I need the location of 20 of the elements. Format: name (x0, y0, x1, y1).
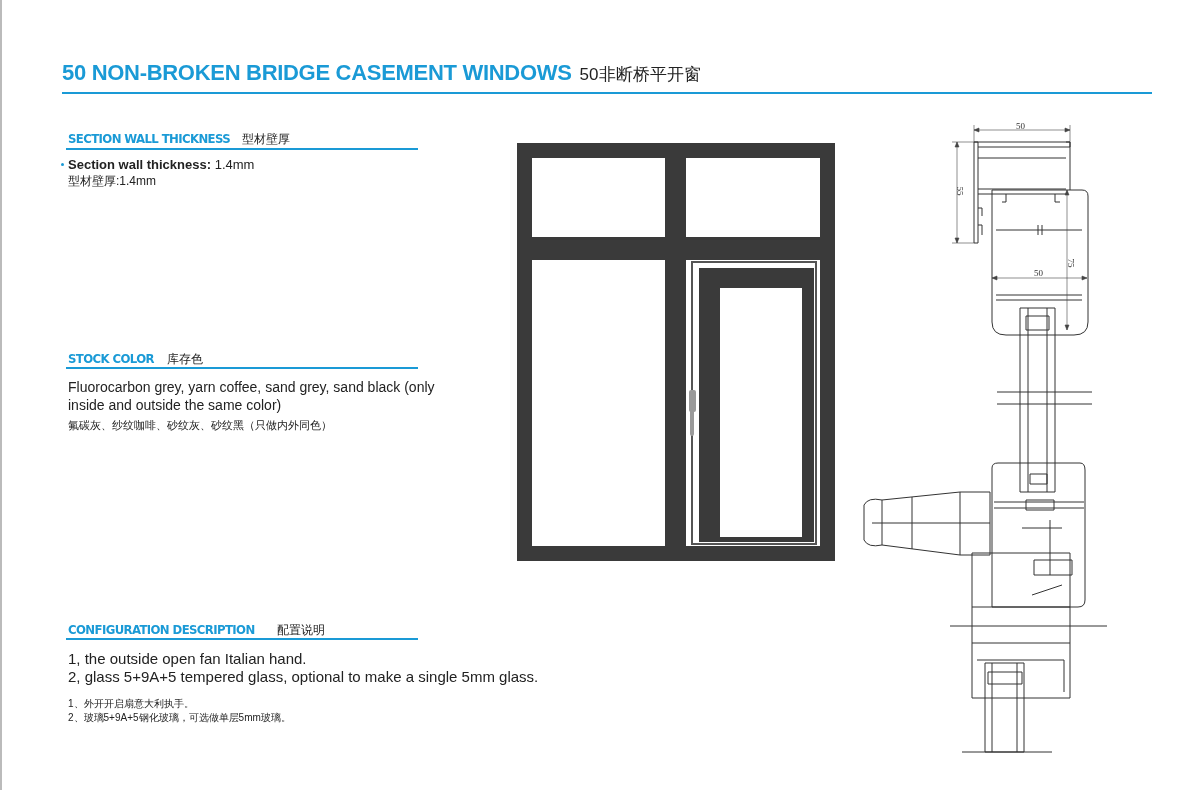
section-heading-chinese: 库存色 (167, 351, 203, 368)
configuration-item-chinese: 2、玻璃5+9A+5钢化玻璃，可选做单层5mm玻璃。 (68, 711, 291, 725)
section-heading-chinese: 型材壁厚 (242, 131, 290, 148)
page-title: 50 NON-BROKEN BRIDGE CASEMENT WINDOWS (62, 60, 572, 86)
section-heading: SECTION WALL THICKNESS (68, 131, 231, 146)
configuration-item: 1, the outside open fan Italian hand. (68, 649, 307, 669)
title-chinese: 50非断桥平开窗 (579, 64, 701, 86)
dimension-label: 55 (954, 186, 965, 196)
spec-text-chinese: 型材壁厚:1.4mm (68, 174, 156, 190)
configuration-item: 2, glass 5+9A+5 tempered glass, optional to make a single 5mm glass. (68, 667, 539, 687)
spec-text: Section wall thickness: 1.4mm (68, 157, 255, 174)
dimension-label: 75 (1065, 258, 1076, 268)
color-description: Fluorocarbon grey, yarn coffee, sand grey, sand black (only inside and outside the same color) (68, 378, 436, 415)
dimension-label: 50 (1016, 121, 1025, 131)
color-description-chinese: 氟碳灰、纱纹咖啡、砂纹灰、砂纹黑（只做内外同色） (68, 418, 332, 433)
dimension-label: 50 (1034, 268, 1043, 278)
section-heading: CONFIGURATION DESCRIPTION (68, 622, 255, 637)
section-heading-chinese: 配置说明 (277, 622, 325, 639)
configuration-item-chinese: 1、外开开启扇意大利执手。 (68, 697, 194, 711)
section-heading: STOCK COLOR (68, 351, 154, 366)
